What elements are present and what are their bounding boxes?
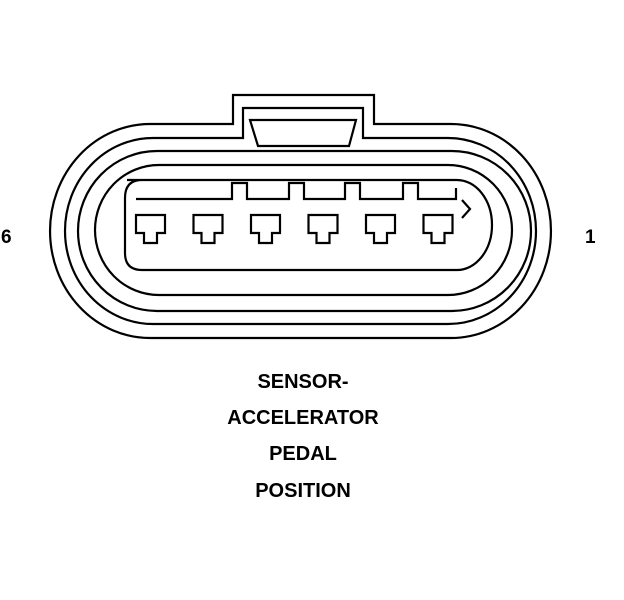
pin-1-label: 1 — [585, 227, 596, 248]
pin-cavity-6 — [134, 213, 167, 245]
pin-cavity-2 — [364, 213, 397, 245]
pin-cavity-4 — [249, 213, 282, 245]
pin-cavity-3 — [307, 213, 339, 245]
caption-line-2: ACCELERATOR — [227, 407, 379, 429]
connector-seal-contour — [93, 163, 514, 297]
caption-line-3: PEDAL — [269, 443, 337, 465]
pin-cavity-5 — [192, 213, 224, 245]
keying-rib-strip — [136, 181, 458, 201]
caption-line-4: POSITION — [255, 480, 351, 502]
connector-shell-outline — [63, 106, 538, 326]
caption-line-1: SENSOR- — [257, 371, 349, 393]
pin-6-label: 6 — [1, 227, 12, 248]
pin-cavity-1 — [422, 213, 454, 245]
connector-inner-contour — [76, 149, 533, 313]
latch-window — [248, 118, 358, 148]
connector-outer-housing — [48, 93, 553, 340]
pin-cavities — [134, 213, 454, 245]
cavity-body — [123, 178, 494, 272]
key-mark — [461, 199, 472, 219]
